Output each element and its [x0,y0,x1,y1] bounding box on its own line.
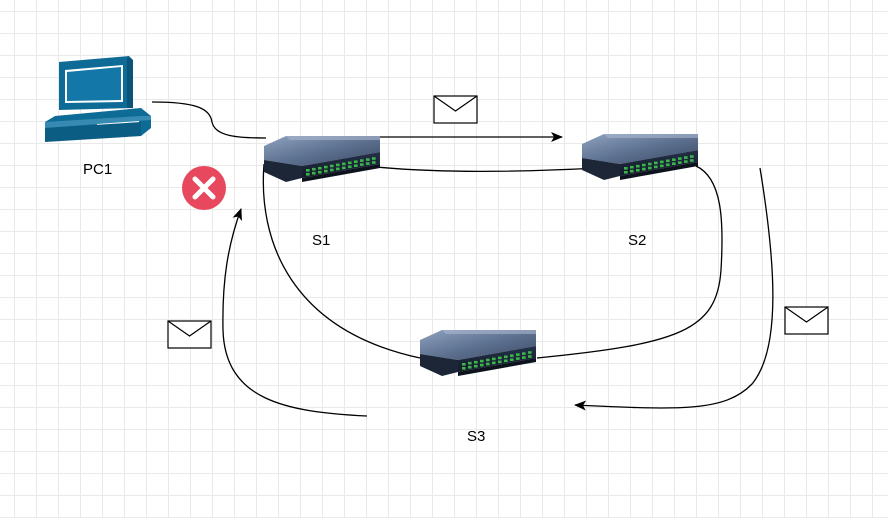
switch-port-led [354,164,358,167]
switch-port-led [528,351,532,354]
switch-port-led [636,164,640,168]
switch-port-led [690,155,694,158]
envelope-icon [433,95,478,124]
switch-port-led [516,357,520,360]
switch-s1-ports [306,157,376,176]
envelope-icon [784,306,829,335]
switch-port-led [684,156,688,159]
switch-port-led [492,361,496,365]
switch-port-led [624,171,628,174]
switch-port-led [486,362,490,366]
switch-port-led [348,165,352,169]
switch-s2-ports [624,155,694,174]
switch-port-led [324,169,328,173]
switch-port-led [318,170,322,174]
switch-port-led [492,357,496,361]
switch-port-led [660,164,664,168]
switch-port-led [366,158,370,161]
switch-port-led [624,167,628,170]
switch-port-led [468,361,472,365]
link-s2-s3[interactable] [536,165,723,359]
switch-port-led [654,161,658,165]
switch-port-led [372,161,376,164]
switch-port-led [468,365,472,369]
arrow-s3-to-s1 [222,208,368,417]
switch-port-led [504,355,508,359]
switch-port-led [648,162,652,166]
switch-port-led [318,166,322,170]
link-pc1-s1[interactable] [151,101,267,139]
switch-s1-icon[interactable] [264,136,380,182]
switch-port-led [336,167,340,171]
switch-port-led [480,363,484,367]
arrow-s2-to-s3 [574,167,774,411]
switch-port-led [372,157,376,160]
switch-port-led [516,353,520,356]
switch-port-led [306,173,310,176]
s3-label: S3 [467,428,486,445]
switch-port-led [480,359,484,363]
switch-port-led [630,169,634,173]
switch-port-led [312,167,316,171]
switch-port-led [666,163,670,167]
switch-port-led [342,162,346,166]
switch-port-led [330,168,334,172]
switch-port-led [678,161,682,164]
switch-port-led [360,163,364,166]
envelope-icon [167,320,212,349]
switch-port-led [498,356,502,360]
switch-port-led [504,359,508,363]
switch-port-led [528,355,532,358]
traffic-arrows [222,132,774,417]
switch-port-led [486,358,490,362]
switch-port-led [342,166,346,170]
pc1-label: PC1 [83,161,113,178]
switch-port-led [366,162,370,165]
switch-port-led [306,169,310,172]
switch-port-led [642,163,646,167]
switch-port-led [324,165,328,169]
switch-port-led [684,160,688,163]
switch-s2-icon[interactable] [582,134,698,180]
switch-port-led [678,157,682,160]
link-s1-s2[interactable] [375,166,599,173]
switch-port-led [462,363,466,366]
switch-port-led [666,159,670,163]
switch-port-led [330,164,334,168]
blocked-x-icon [182,166,226,210]
switch-port-led [642,167,646,171]
switch-port-led [510,358,514,361]
switch-port-led [354,160,358,163]
switch-port-led [648,166,652,170]
switch-port-led [348,161,352,165]
s1-label: S1 [312,232,331,249]
link-s1-s3[interactable] [262,163,421,359]
switch-port-led [498,360,502,364]
switch-port-led [510,354,514,357]
switch-port-led [522,356,526,359]
switch-port-led [690,159,694,162]
switch-port-led [522,352,526,355]
switch-port-led [312,171,316,175]
switch-port-led [462,367,466,370]
s2-label: S2 [628,232,647,249]
desktop-computer-icon[interactable] [45,56,151,142]
switch-port-led [630,165,634,169]
switch-port-led [672,162,676,165]
switch-port-led [654,165,658,169]
switch-s3-ports [462,351,532,370]
switch-port-led [360,159,364,162]
links [151,101,723,359]
switch-port-led [474,364,478,368]
switch-port-led [636,168,640,172]
switch-port-led [474,360,478,364]
switch-port-led [660,160,664,164]
switch-port-led [672,158,676,161]
switch-port-led [336,163,340,167]
switch-s3-icon[interactable] [420,330,536,376]
